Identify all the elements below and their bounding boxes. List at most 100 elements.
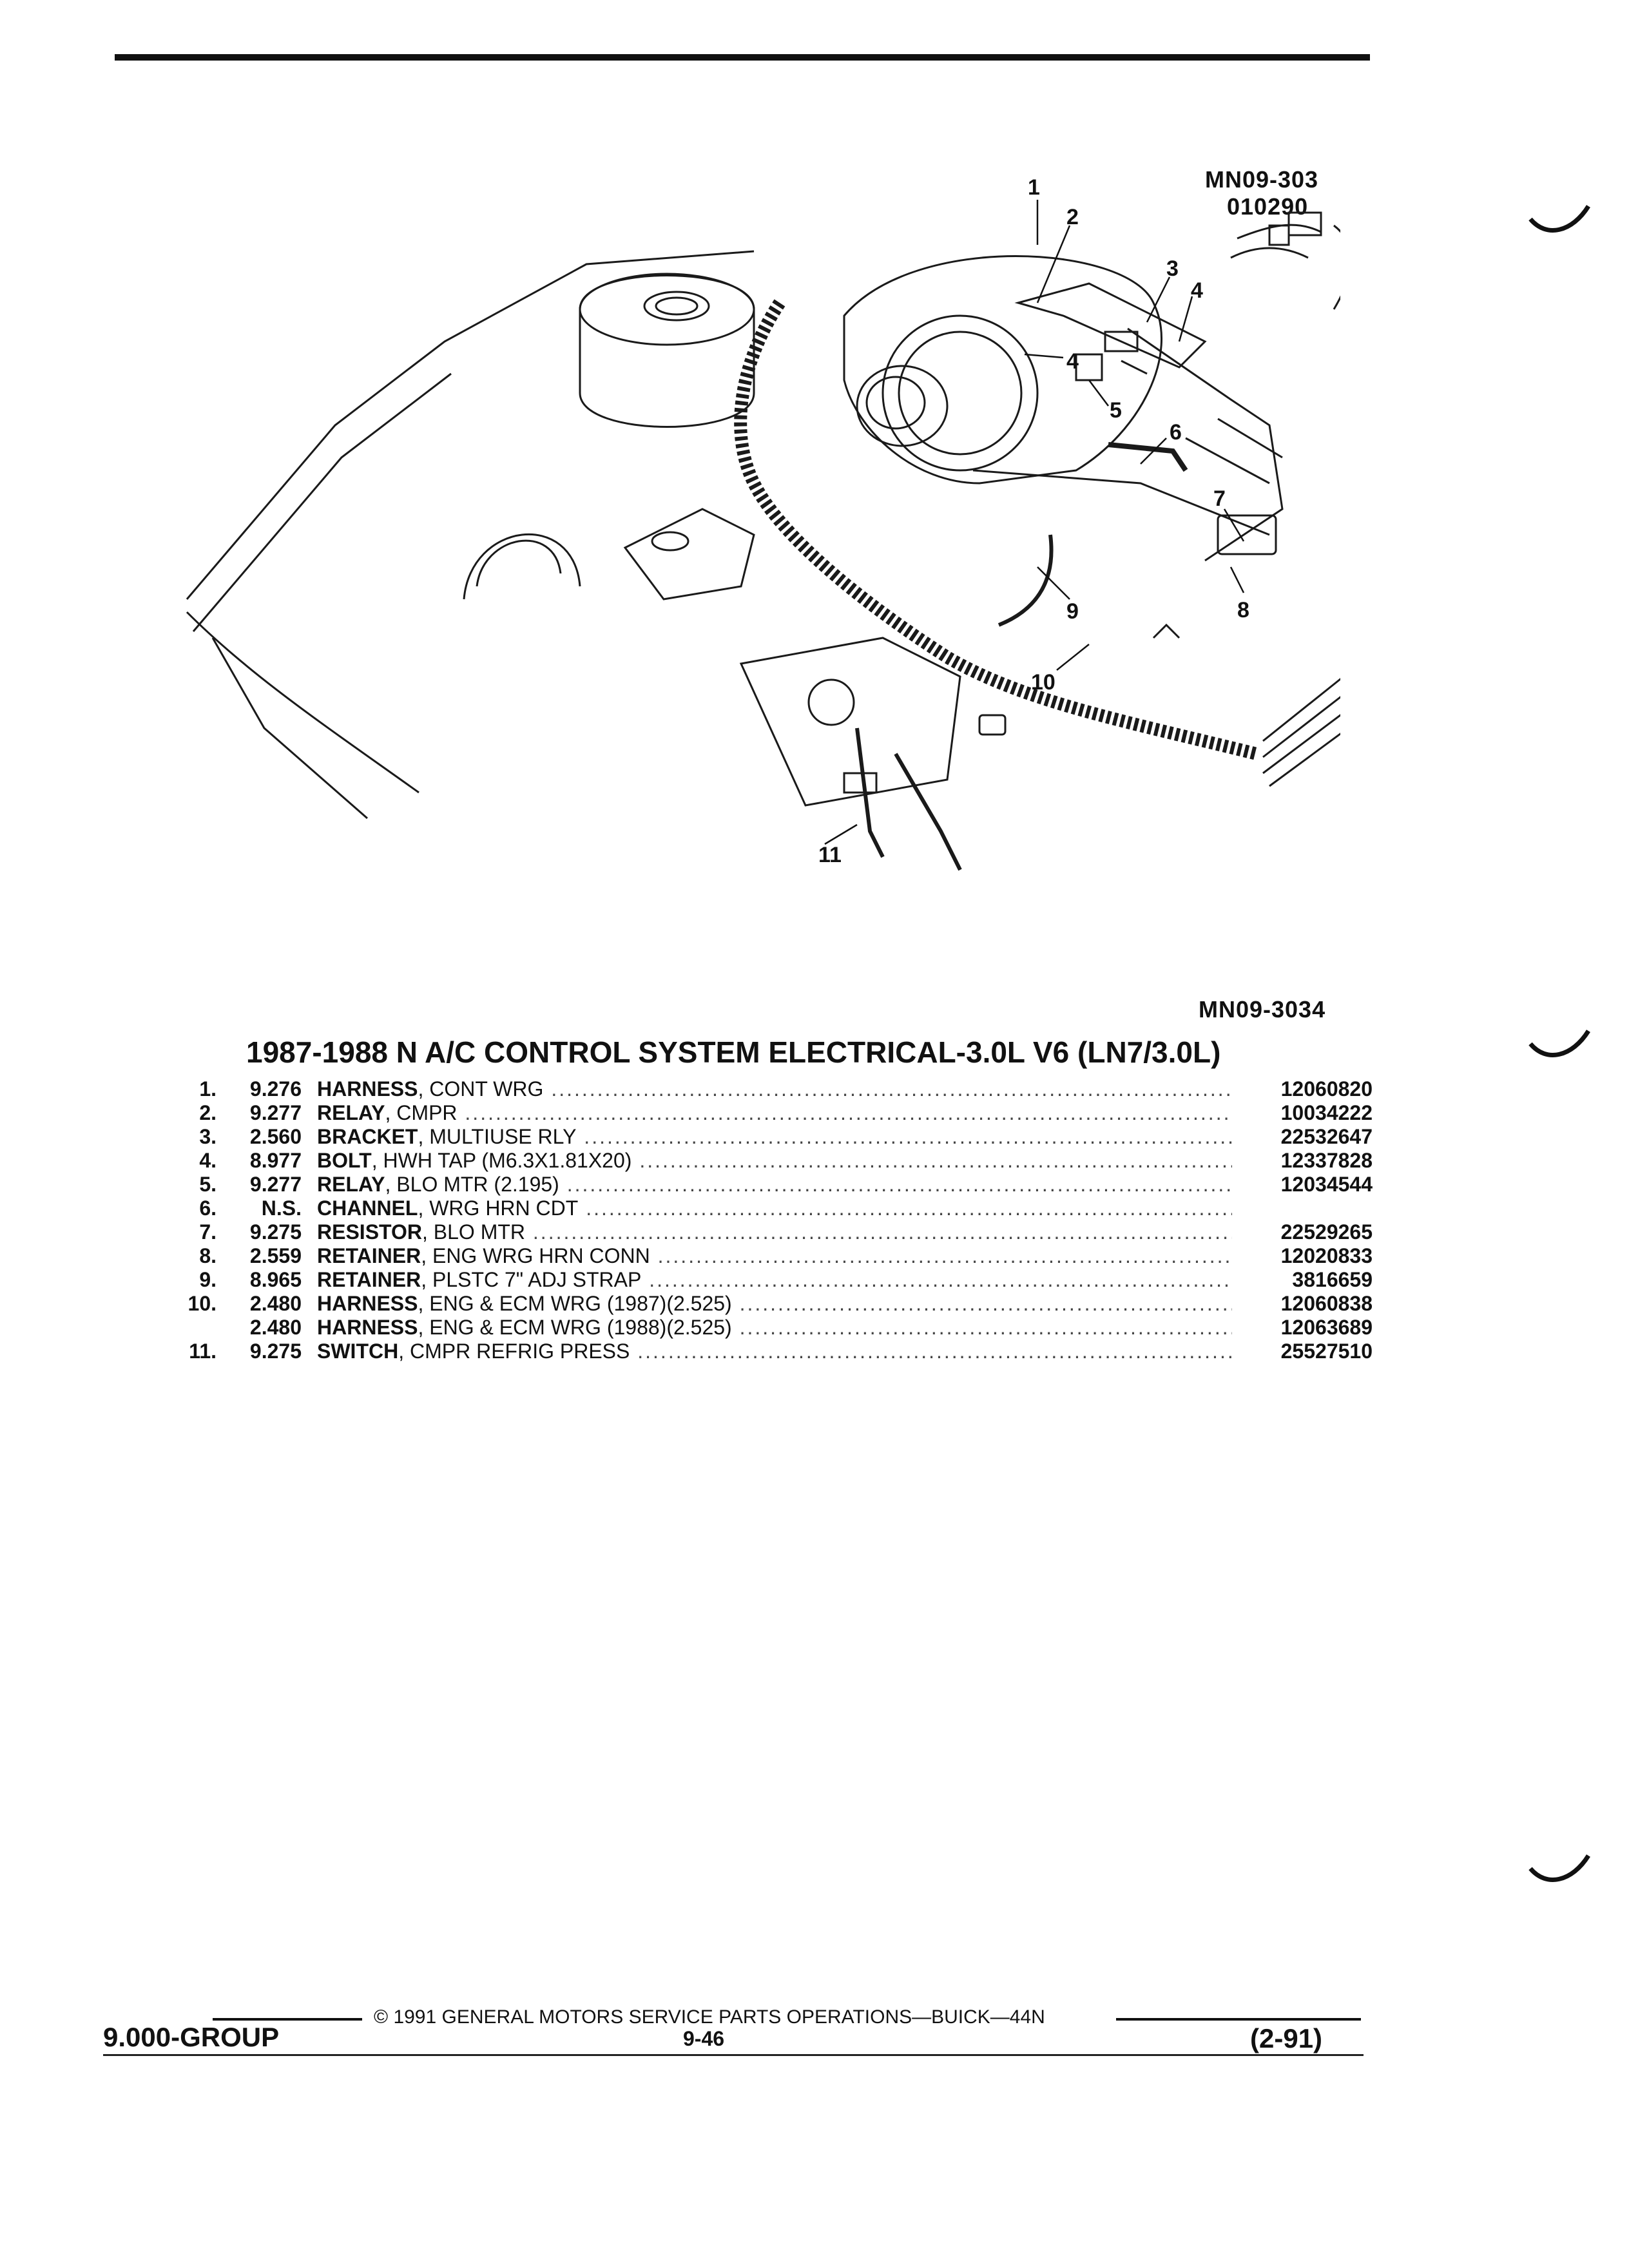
parts-diagram: 1 2 3 4 4 5 6 7 8 9 10 11 xyxy=(186,175,1340,871)
part-description: SWITCH, CMPR REFRIG PRESS ..............… xyxy=(317,1340,1237,1363)
part-number: 12034544 xyxy=(1280,1173,1373,1196)
leader-dots: ........................................… xyxy=(657,1244,1232,1267)
group-number: 9.275 xyxy=(249,1340,302,1363)
part-number: 12060820 xyxy=(1280,1077,1373,1100)
part-number: 22532647 xyxy=(1280,1125,1373,1148)
parts-row: 6. N.S. CHANNEL, WRG HRN CDT .............… xyxy=(174,1196,1373,1220)
part-qualifier: , CMPR xyxy=(385,1101,458,1124)
figure-ref-top-date: 010290 xyxy=(1227,193,1309,220)
callout-10: 10 xyxy=(1031,670,1055,695)
item-number: 2. xyxy=(199,1101,217,1124)
harness-conduit xyxy=(734,299,1258,760)
part-number: 22529265 xyxy=(1280,1220,1373,1244)
part-description: RETAINER, ENG WRG HRN CONN .............… xyxy=(317,1244,1237,1268)
part-qualifier: , BLO MTR xyxy=(422,1220,526,1244)
parts-row: 2. 9.277 RELAY, CMPR .....................… xyxy=(174,1101,1373,1125)
parts-row: 5. 9.277 RELAY, BLO MTR (2.195) ..........… xyxy=(174,1173,1373,1196)
part-description: BRACKET, MULTIUSE RLY ..................… xyxy=(317,1125,1237,1149)
item-number: 1. xyxy=(199,1077,217,1100)
part-description: CHANNEL, WRG HRN CDT ...................… xyxy=(317,1196,1237,1220)
leader-dots: ........................................… xyxy=(637,1340,1232,1363)
part-number: 10034222 xyxy=(1280,1101,1373,1124)
leader-dots: ........................................… xyxy=(532,1220,1232,1244)
top-rule xyxy=(115,54,1370,61)
part-description: HARNESS, ENG & ECM WRG (1988)(2.525) ...… xyxy=(317,1316,1237,1340)
group-number: 2.560 xyxy=(249,1125,302,1148)
parts-row: 3. 2.560 BRACKET, MULTIUSE RLY ...........… xyxy=(174,1125,1373,1149)
item-number: 6. xyxy=(199,1196,217,1220)
callout-1: 1 xyxy=(1028,175,1040,200)
part-name: BOLT xyxy=(317,1149,372,1172)
part-qualifier: , HWH TAP (M6.3X1.81X20) xyxy=(371,1149,632,1172)
section-title: 1987-1988 N A/C CONTROL SYSTEM ELECTRICA… xyxy=(246,1035,1221,1069)
leader-dots: ........................................… xyxy=(584,1125,1232,1148)
part-qualifier: , PLSTC 7" ADJ STRAP xyxy=(421,1268,642,1291)
group-number: 9.275 xyxy=(249,1220,302,1244)
footer-rule-left xyxy=(213,2018,362,2021)
item-number: 5. xyxy=(199,1173,217,1196)
binder-mark-2 xyxy=(1528,1030,1590,1057)
binder-mark-3 xyxy=(1528,1854,1590,1882)
group-number: 8.977 xyxy=(249,1149,302,1172)
part-number: 25527510 xyxy=(1280,1340,1373,1363)
part-description: RELAY, BLO MTR (2.195) .................… xyxy=(317,1173,1237,1196)
callout-2: 2 xyxy=(1066,205,1079,229)
item-number xyxy=(174,1316,231,1340)
callout-11: 11 xyxy=(818,843,842,867)
group-number: N.S. xyxy=(261,1196,302,1220)
leader-dots: ........................................… xyxy=(566,1173,1232,1196)
part-qualifier: , BLO MTR (2.195) xyxy=(385,1173,559,1196)
part-qualifier: , MULTIUSE RLY xyxy=(418,1125,577,1148)
callout-6: 6 xyxy=(1170,420,1182,445)
part-name: SWITCH xyxy=(317,1340,399,1363)
part-number: 12337828 xyxy=(1280,1149,1373,1172)
item-number: 9. xyxy=(199,1268,217,1291)
part-name: BRACKET xyxy=(317,1125,418,1148)
callout-4b: 4 xyxy=(1066,349,1079,374)
part-name: CHANNEL xyxy=(317,1196,418,1220)
parts-row: 10. 2.480 HARNESS, ENG & ECM WRG (1987)(2.… xyxy=(174,1292,1373,1316)
callout-4: 4 xyxy=(1191,278,1203,303)
leader-dots: ........................................… xyxy=(739,1292,1232,1315)
group-number: 2.559 xyxy=(249,1244,302,1267)
part-qualifier: , CMPR REFRIG PRESS xyxy=(398,1340,630,1363)
leader-dots: ........................................… xyxy=(586,1196,1232,1220)
part-qualifier: , WRG HRN CDT xyxy=(418,1196,579,1220)
footer-rule-bottom xyxy=(103,2054,1364,2056)
item-number: 10. xyxy=(188,1292,217,1315)
part-description: HARNESS, CONT WRG ......................… xyxy=(317,1077,1237,1101)
footer-revision: (2-91) xyxy=(1250,2023,1323,2053)
group-number: 9.277 xyxy=(249,1101,302,1124)
leader-dots: ........................................… xyxy=(649,1268,1232,1291)
part-name: RELAY xyxy=(317,1173,385,1196)
part-name: HARNESS xyxy=(317,1292,418,1315)
leader-dots: ........................................… xyxy=(465,1101,1232,1124)
footer-page-number: 9-46 xyxy=(683,2027,725,2050)
callout-5: 5 xyxy=(1110,398,1122,423)
part-name: HARNESS xyxy=(317,1077,418,1100)
leader-dots: ........................................… xyxy=(639,1149,1232,1172)
part-name: RESISTOR xyxy=(317,1220,422,1244)
part-number: 12063689 xyxy=(1280,1316,1373,1339)
group-number: 2.480 xyxy=(249,1292,302,1315)
part-description: RESISTOR, BLO MTR ......................… xyxy=(317,1220,1237,1244)
part-description: HARNESS, ENG & ECM WRG (1987)(2.525) ...… xyxy=(317,1292,1237,1316)
part-qualifier: , CONT WRG xyxy=(418,1077,544,1100)
part-qualifier: , ENG & ECM WRG (1988)(2.525) xyxy=(418,1316,732,1339)
fender-line xyxy=(186,250,755,600)
item-number: 3. xyxy=(199,1125,217,1148)
figure-ref-top: MN09-303 xyxy=(1205,166,1319,193)
part-name: RELAY xyxy=(317,1101,385,1124)
part-number xyxy=(1237,1196,1373,1220)
footer-copyright: © 1991 GENERAL MOTORS SERVICE PARTS OPER… xyxy=(374,2006,1045,2028)
binder-mark-1 xyxy=(1528,205,1590,233)
group-number: 9.277 xyxy=(249,1173,302,1196)
callout-3: 3 xyxy=(1166,256,1179,281)
part-description: RELAY, CMPR ............................… xyxy=(317,1101,1237,1125)
